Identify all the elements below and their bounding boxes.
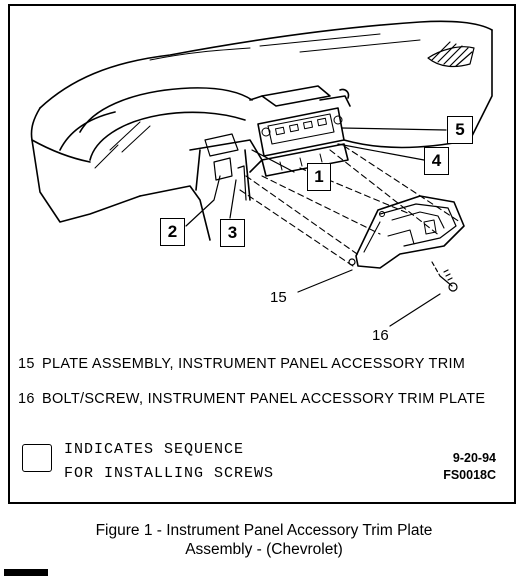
callout-box-5: 5 <box>447 116 473 144</box>
parts-list-item-16: 16 BOLT/SCREW, INSTRUMENT PANEL ACCESSORY… <box>18 391 498 407</box>
callout-box-4: 4 <box>424 147 449 175</box>
figure-code: FS0018C <box>443 468 496 482</box>
parts-list-item-15: 15 PLATE ASSEMBLY, INSTRUMENT PANEL ACCES… <box>18 356 498 372</box>
figure-caption: Figure 1 - Instrument Panel Accessory Tr… <box>0 521 528 559</box>
sequence-indicator-box <box>22 444 52 472</box>
callout-box-3: 3 <box>220 219 245 247</box>
caption-line-2: Assembly - (Chevrolet) <box>185 541 343 558</box>
parts-list-number: 16 <box>18 391 35 407</box>
parts-list-description: PLATE ASSEMBLY, INSTRUMENT PANEL ACCESSO… <box>42 356 466 372</box>
parts-list-description: BOLT/SCREW, INSTRUMENT PANEL ACCESSORY T… <box>42 391 486 407</box>
date-code: 9-20-94 <box>452 451 496 465</box>
part-label-15: 15 <box>270 289 287 306</box>
part-label-16: 16 <box>372 327 389 344</box>
callout-box-1: 1 <box>307 163 331 191</box>
diagram-frame <box>8 4 516 504</box>
sequence-legend-line-2: FOR INSTALLING SCREWS <box>64 465 275 482</box>
page-corner-mark <box>4 569 48 576</box>
callout-box-2: 2 <box>160 218 185 246</box>
sequence-legend-line-1: INDICATES SEQUENCE <box>64 441 245 458</box>
caption-line-1: Figure 1 - Instrument Panel Accessory Tr… <box>95 522 433 539</box>
parts-list-number: 15 <box>18 356 35 372</box>
